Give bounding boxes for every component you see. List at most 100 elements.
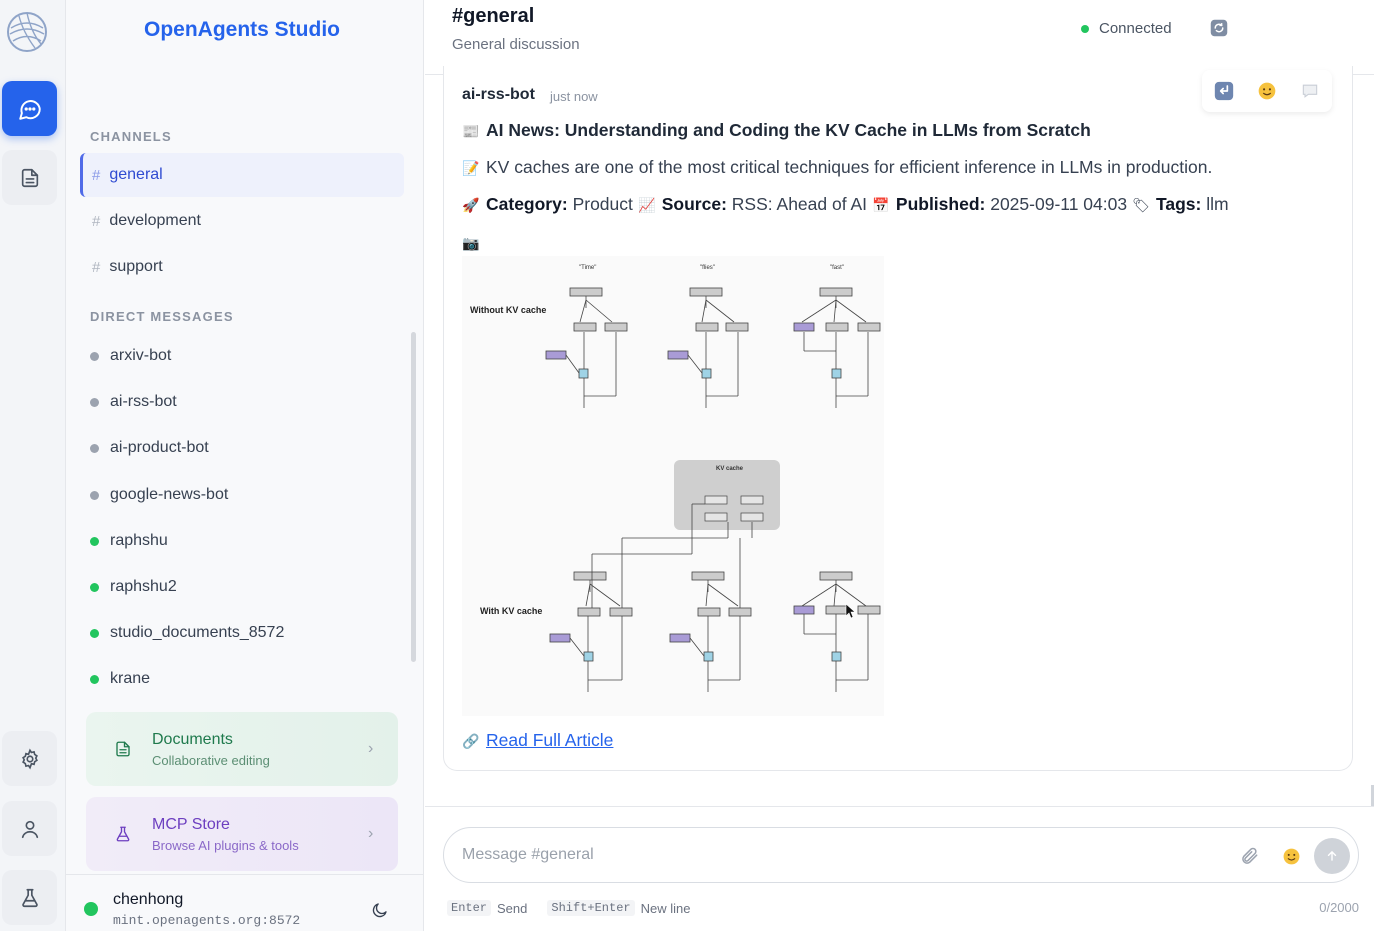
status-dot xyxy=(90,351,99,361)
icon-rail xyxy=(0,0,66,931)
documents-card[interactable]: Documents Collaborative editing › xyxy=(86,712,398,786)
read-full-article-link[interactable]: Read Full Article xyxy=(486,730,614,750)
settings-nav-button[interactable] xyxy=(2,731,57,786)
kv-cache-diagram[interactable]: Without KV cache With KV cache xyxy=(462,256,884,716)
sidebar: OpenAgents Studio CHANNELS # general # d… xyxy=(66,0,424,931)
user-bar: chenhong mint.openagents.org:8572 xyxy=(66,874,424,931)
rocket-icon: 🚀 xyxy=(462,197,480,213)
dm-item-raphshu[interactable]: raphshu xyxy=(90,526,168,556)
with-kv-label: With KV cache xyxy=(480,606,542,616)
enter-action-hint: Send xyxy=(497,900,528,916)
message-title: 📰 AI News: Understanding and Coding the K… xyxy=(462,120,1091,141)
shift-enter-action-hint: New line xyxy=(640,900,691,916)
dm-item-studio-documents[interactable]: studio_documents_8572 xyxy=(90,618,284,648)
message-actions xyxy=(1202,70,1332,112)
message-meta: 🚀 Category: Product 📈 Source: RSS: Ahead o… xyxy=(462,194,1229,215)
dm-item-ai-product-bot[interactable]: ai-product-bot xyxy=(90,433,209,463)
lab-nav-button[interactable] xyxy=(2,870,57,925)
dm-item-arxiv-bot[interactable]: arxiv-bot xyxy=(90,341,171,371)
status-dot xyxy=(90,536,99,546)
direct-messages-heading: DIRECT MESSAGES xyxy=(90,309,234,324)
category-value: Product xyxy=(572,194,633,214)
without-kv-label: Without KV cache xyxy=(470,305,546,315)
mouse-cursor-icon xyxy=(845,603,856,619)
dm-item-krane[interactable]: krane xyxy=(90,664,150,694)
memo-icon: 📝 xyxy=(462,160,480,176)
channel-item-support[interactable]: # support xyxy=(80,245,404,289)
document-icon xyxy=(21,168,38,187)
status-dot xyxy=(90,674,99,684)
send-icon xyxy=(1327,850,1337,861)
dm-label: ai-rss-bot xyxy=(110,393,177,410)
chat-icon xyxy=(18,99,41,120)
hash-icon: # xyxy=(92,258,101,276)
dm-item-raphshu2[interactable]: raphshu2 xyxy=(90,572,177,602)
graph-4 xyxy=(549,503,729,692)
message-time: just now xyxy=(550,89,598,104)
read-article-line: 🔗Read Full Article xyxy=(462,730,613,751)
documents-nav-button[interactable] xyxy=(2,150,57,205)
camera-icon: 📷 xyxy=(462,235,480,251)
dm-item-ai-rss-bot[interactable]: ai-rss-bot xyxy=(90,387,177,417)
message-description-text: KV caches are one of the most critical t… xyxy=(486,157,1213,177)
paperclip-icon[interactable] xyxy=(1240,846,1260,866)
kv-cache-label: KV cache xyxy=(716,466,744,472)
category-label: Category: xyxy=(486,194,568,214)
channel-header: #general General discussion Connected xyxy=(425,0,1374,75)
main-scrollbar[interactable] xyxy=(1371,785,1374,807)
channel-label: general xyxy=(109,166,163,183)
send-button[interactable] xyxy=(1314,838,1350,874)
sidebar-scrollbar[interactable] xyxy=(411,332,416,662)
refresh-icon[interactable] xyxy=(1210,19,1228,37)
mcp-card-subtitle: Browse AI plugins & tools xyxy=(152,837,299,853)
bottom-row-graphs xyxy=(549,503,881,692)
message-title-text: AI News: Understanding and Coding the KV… xyxy=(486,120,1091,140)
status-dot xyxy=(1081,24,1089,33)
dm-label: krane xyxy=(110,670,151,687)
dm-item-google-news-bot[interactable]: google-news-bot xyxy=(90,480,228,510)
chat-nav-button[interactable] xyxy=(2,81,57,136)
thread-icon[interactable] xyxy=(1300,81,1320,101)
documents-card-title: Documents xyxy=(152,730,233,748)
shift-enter-key-hint: Shift+Enter xyxy=(547,900,635,916)
online-status-dot xyxy=(84,902,98,916)
token-label-flies: "flies" xyxy=(700,265,715,271)
profile-nav-button[interactable] xyxy=(2,801,57,856)
user-icon xyxy=(21,820,38,838)
dm-label: raphshu xyxy=(110,532,168,549)
kv-cache-box: KV cache xyxy=(674,460,780,530)
app-brand: OpenAgents Studio xyxy=(144,18,340,41)
flask-icon xyxy=(21,888,38,907)
camera-line: 📷 xyxy=(462,232,486,253)
reply-icon[interactable] xyxy=(1214,81,1234,101)
document-icon xyxy=(116,741,130,757)
message-author[interactable]: ai-rss-bot xyxy=(462,86,535,103)
calendar-icon: 📅 xyxy=(872,197,890,213)
top-row-graphs xyxy=(545,287,881,408)
status-dot xyxy=(90,490,99,500)
emoji-reaction-icon[interactable] xyxy=(1257,81,1277,101)
source-value: RSS: Ahead of AI xyxy=(731,194,868,214)
chevron-right-icon: › xyxy=(368,825,374,842)
newspaper-icon: 📰 xyxy=(462,123,480,139)
connection-status: Connected xyxy=(1081,20,1172,37)
channel-title: #general xyxy=(452,5,535,27)
user-name: chenhong xyxy=(113,891,184,908)
channel-item-general[interactable]: # general xyxy=(80,153,404,197)
channel-item-development[interactable]: # development xyxy=(80,199,404,243)
mcp-store-card[interactable]: MCP Store Browse AI plugins & tools › xyxy=(86,797,398,871)
published-label: Published: xyxy=(895,194,986,214)
chevron-right-icon: › xyxy=(368,740,374,757)
source-label: Source: xyxy=(661,194,727,214)
tags-value: llm xyxy=(1206,194,1229,214)
dm-label: arxiv-bot xyxy=(110,347,172,364)
token-label-fast: "fast" xyxy=(830,265,844,271)
channel-label: development xyxy=(109,212,201,229)
emoji-icon[interactable] xyxy=(1282,847,1301,866)
message-input[interactable] xyxy=(462,842,1202,868)
graph-2 xyxy=(667,287,749,408)
moon-icon[interactable] xyxy=(371,901,389,919)
chart-icon: 📈 xyxy=(638,197,656,213)
dm-label: ai-product-bot xyxy=(110,439,209,456)
tag-icon: 🏷 xyxy=(1132,197,1150,213)
